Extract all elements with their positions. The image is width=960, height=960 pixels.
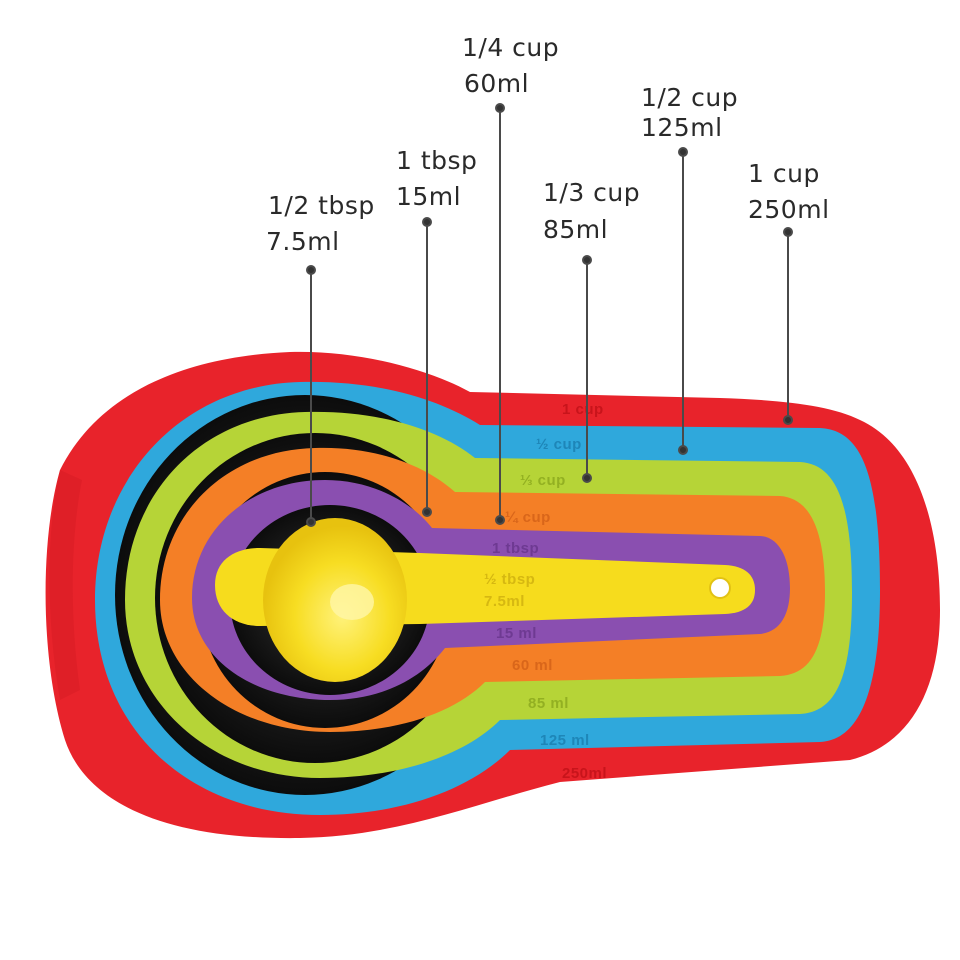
leader-dot-quarter-cup-bottom [495, 515, 505, 525]
hanging-hole [709, 577, 731, 599]
leader-dot-one-cup-top [783, 227, 793, 237]
leader-dot-third-cup-bottom [582, 473, 592, 483]
yellow-bottom-label: 7.5ml [484, 593, 525, 610]
leader-dot-one-cup-bottom [783, 415, 793, 425]
callout-one-cup-size: 1 cup [748, 159, 820, 188]
callout-half-cup-volume: 125ml [641, 113, 723, 142]
callout-half-tbsp-volume: 7.5ml [266, 227, 340, 256]
green-top-label: ⅓ cup [520, 472, 566, 489]
purple-top-label: 1 tbsp [492, 540, 539, 557]
handle-labels: 1 cup ½ cup ⅓ cup ¼ cup 1 tbsp ½ tbsp 7.… [484, 401, 607, 782]
leader-dot-half-tbsp-top [306, 265, 316, 275]
green-bottom-label: 85 ml [528, 695, 569, 712]
red-cup-spout [49, 470, 82, 700]
red-bottom-label: 250ml [562, 765, 607, 782]
blue-bottom-label: 125 ml [540, 732, 590, 749]
callout-leaders [306, 103, 793, 527]
leader-dot-quarter-cup-top [495, 103, 505, 113]
callout-third-cup-volume: 85ml [543, 215, 608, 244]
callout-quarter-cup-volume: 60ml [464, 69, 529, 98]
callout-half-tbsp-size: 1/2 tbsp [268, 191, 375, 220]
orange-bottom-label: 60 ml [512, 657, 553, 674]
callout-one-cup-volume: 250ml [748, 195, 830, 224]
callout-quarter-cup-size: 1/4 cup [462, 33, 559, 62]
orange-top-label: ¼ cup [505, 509, 551, 526]
callout-one-tbsp-volume: 15ml [396, 182, 461, 211]
blue-top-label: ½ cup [536, 436, 582, 453]
leader-dot-one-tbsp-bottom [422, 507, 432, 517]
callout-third-cup-size: 1/3 cup [543, 178, 640, 207]
purple-bottom-label: 15 ml [496, 625, 537, 642]
leader-dot-half-cup-bottom [678, 445, 688, 455]
leader-dot-third-cup-top [582, 255, 592, 265]
yellow-spoon-highlight [330, 584, 374, 620]
yellow-top-label: ½ tbsp [484, 571, 535, 588]
leader-dot-one-tbsp-top [422, 217, 432, 227]
leader-dot-half-tbsp-bottom [306, 517, 316, 527]
yellow-measuring-spoon [215, 518, 755, 682]
leader-dot-half-cup-top [678, 147, 688, 157]
callout-one-tbsp-size: 1 tbsp [396, 146, 477, 175]
red-top-label: 1 cup [562, 401, 604, 418]
callout-half-cup-size: 1/2 cup [641, 83, 738, 112]
callout-labels: 1/2 tbsp 7.5ml 1 tbsp 15ml 1/4 cup 60ml … [266, 33, 830, 256]
